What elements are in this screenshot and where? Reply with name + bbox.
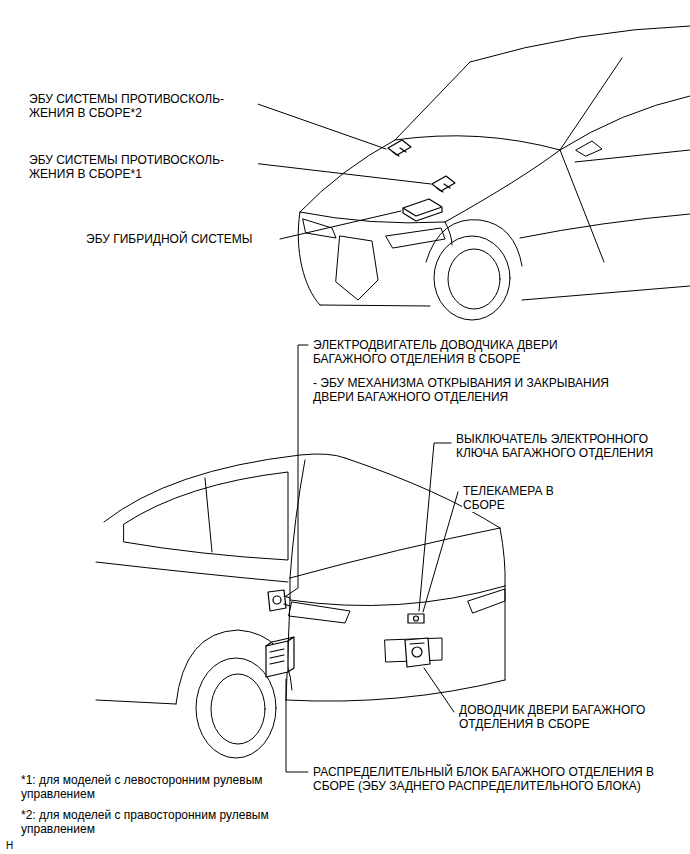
rear-components-part [266,641,288,677]
rear-components-part [266,637,294,672]
front-car-part [448,249,500,309]
part-label: ЭЛЕКТРОДВИГАТЕЛЬ ДОВОДЧИКА ДВЕРИ БАГАЖНО… [312,338,614,366]
rear-components-part [405,638,430,667]
rear-car-part [290,586,505,606]
front-car-part [336,236,378,300]
leader-lines-rear-part [423,492,458,612]
rear-car [96,454,505,758]
rear-components-part [410,643,424,644]
leader-lines-rear-part [419,443,451,611]
rear-components-part [284,596,290,606]
front-car-part [298,212,320,305]
leader-lines-rear-part [286,345,308,596]
rear-components [266,590,430,677]
footnote: *2: для моделей с правосторонним рулевым… [20,808,290,836]
rear-components-part [268,590,286,611]
rear-car-part [211,674,265,744]
leader-lines-rear [286,345,458,772]
rear-components-part [273,596,281,604]
front-components-part [393,148,406,156]
rear-car-part [96,700,176,704]
front-car-part [395,136,560,150]
part-label: ЭБУ СИСТЕМЫ ПРОТИВОСКОЛЬ- ЖЕНИЯ В СБОРЕ*… [28,153,258,181]
front-car-part [560,96,690,150]
leader-lines-rear-part [286,679,308,772]
front-car-part [470,26,690,62]
part-label: ЭБУ СИСТЕМЫ ПРОТИВОСКОЛЬ- ЖЕНИЯ В СБОРЕ*… [28,92,258,120]
rear-car-part [104,454,345,522]
figure-code: H [5,840,21,852]
rear-components-part [414,616,419,621]
footnote: *1: для моделей с левосторонним рулевым … [20,773,290,801]
part-label: ЭБУ ГИБРИДНОЙ СИСТЕМЫ [85,232,277,246]
front-car-part [303,219,336,238]
leader-lines-front-part [252,163,431,184]
front-components-part [437,184,450,192]
rear-car-part [468,589,505,613]
front-car-part [520,214,690,238]
front-car-part [560,58,622,150]
leader-lines-front [252,102,431,239]
front-car-part [576,141,602,156]
front-components-part [388,140,411,155]
part-label: ДОВОДЧИК ДВЕРИ БАГАЖНОГО ОТДЕЛЕНИЯ В СБО… [458,703,676,731]
rear-components-part [408,614,424,623]
front-car-part [300,140,395,212]
rear-car-part [290,578,291,600]
part-label: ВЫКЛЮЧАТЕЛЬ ЭЛЕКТРОННОГО КЛЮЧА БАГАЖНОГО… [455,432,681,460]
front-car-part [575,150,690,162]
rear-car-part [289,602,350,623]
rear-car-part [196,658,276,758]
front-car-part [445,150,560,222]
rear-car-part [124,472,288,560]
rear-components-part [412,647,422,657]
part-label: ТЕЛЕКАМЕРА В СБОРЕ [462,484,580,512]
rear-components-part [270,649,284,664]
front-car [298,26,690,320]
leader-lines-front-part [280,211,401,239]
front-car-part [426,220,522,266]
part-label: РАСПРЕДЕЛИТЕЛЬНЫЙ БЛОК БАГАЖНОГО ОТДЕЛЕН… [312,765,678,793]
front-car-part [560,150,604,262]
leader-lines-rear-part [424,668,454,712]
front-components-part [403,208,442,221]
front-car-part [434,236,510,320]
rear-car-part [286,680,505,701]
rear-car-part [500,528,505,586]
front-car-part [386,228,445,248]
rear-car-part [205,478,212,552]
front-car-part [522,286,690,300]
part-label: - ЭБУ МЕХАНИЗМА ОТКРЫВАНИЯ И ЗАКРЫВАНИЯ … [312,376,654,404]
front-car-part [320,305,430,306]
rear-car-part [96,562,288,582]
front-car-part [395,62,470,140]
front-components-part [432,176,455,191]
leader-lines-front-part [252,102,386,149]
rear-car-part [290,528,500,578]
